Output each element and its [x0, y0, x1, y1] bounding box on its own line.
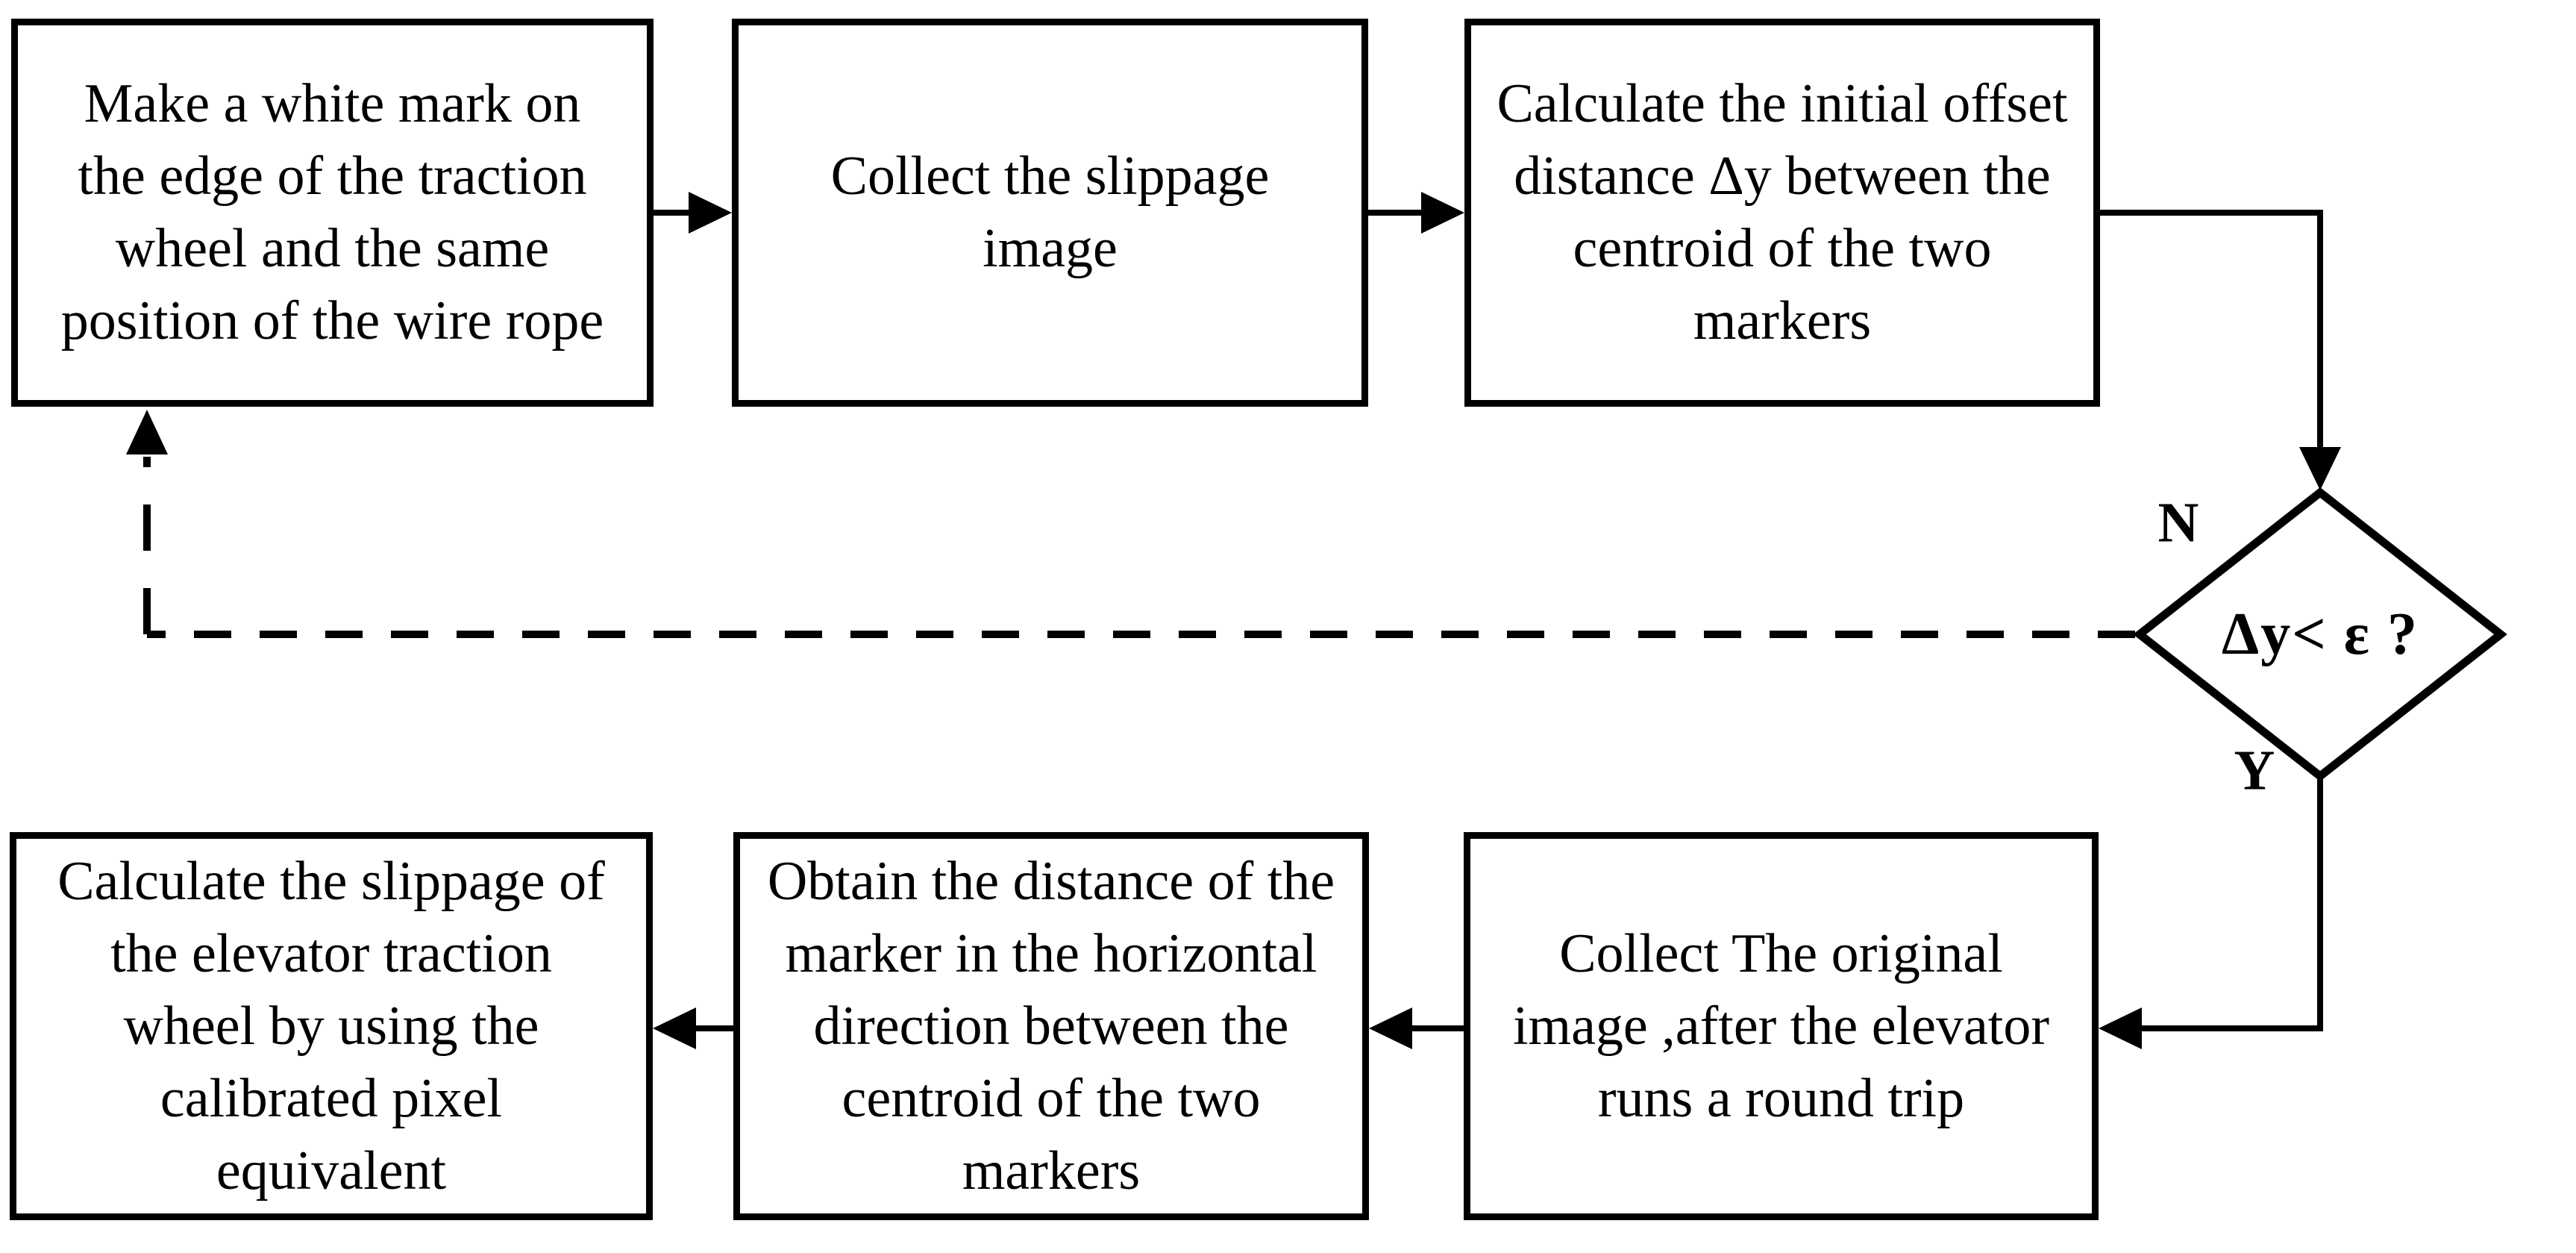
arrow-line-yes-branch: [2138, 776, 2323, 1031]
arrowhead-right-icon: [1421, 192, 1464, 234]
step-make-white-mark: Make a white mark on the edge of the tra…: [11, 19, 654, 407]
arrowhead-left-icon: [2099, 1007, 2142, 1049]
arrowhead-left-icon: [1369, 1007, 1412, 1049]
step-label: Collect the slippage image: [830, 146, 1270, 279]
step-calculate-slippage: Calculate the slippage of the elevator t…: [10, 832, 653, 1220]
step-calculate-initial-offset: Calculate the initial offset distance Δy…: [1464, 19, 2100, 407]
branch-label-yes: Y: [2234, 739, 2275, 802]
arrow-line-offset-to-decision: [2100, 210, 2323, 449]
step-label: Calculate the slippage of the elevator t…: [57, 850, 605, 1202]
step-collect-original-image: Collect The original image ,after the el…: [1464, 832, 2099, 1220]
step-label: Collect The original image ,after the el…: [1512, 922, 2050, 1129]
arrowhead-down-icon: [2299, 447, 2341, 490]
step-label: Obtain the distance of the marker in the…: [767, 850, 1335, 1202]
arrowhead-up-icon: [126, 410, 168, 454]
decision-condition-label: Δy< ε ?: [2222, 601, 2419, 667]
arrowhead-right-icon: [689, 192, 732, 234]
step-label: Make a white mark on the edge of the tra…: [60, 73, 604, 351]
step-obtain-horizontal-distance: Obtain the distance of the marker in the…: [733, 832, 1369, 1220]
arrowhead-left-icon: [653, 1007, 696, 1049]
step-label: Calculate the initial offset distance Δy…: [1497, 73, 2068, 351]
decision-label-container: Δy< ε ?: [2140, 493, 2501, 776]
step-collect-slippage-image: Collect the slippage image: [732, 19, 1368, 407]
branch-label-no: N: [2157, 491, 2199, 554]
